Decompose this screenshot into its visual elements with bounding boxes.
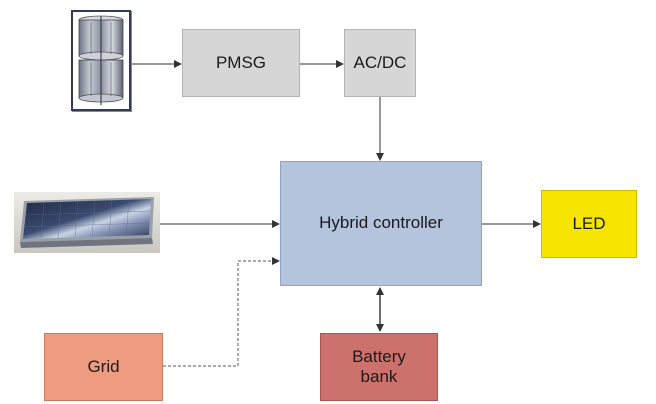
- battery-bank-label-line2: bank: [360, 367, 398, 386]
- grid-to-controller-dashed-arrow: [163, 257, 280, 367]
- hybrid-controller-block: Hybrid controller: [280, 161, 482, 286]
- grid-label: Grid: [87, 356, 120, 376]
- led-block: LED: [541, 190, 637, 258]
- hybrid-controller-label: Hybrid controller: [319, 213, 443, 233]
- solar-panel-icon: [14, 192, 160, 253]
- solar-panel-image: [14, 192, 160, 253]
- ac-dc-converter-block: AC/DC: [344, 29, 416, 97]
- pmsg-block: PMSG: [182, 29, 300, 97]
- battery-bank-label-line1: Battery: [352, 346, 406, 366]
- wind-turbine-image: [71, 10, 131, 111]
- grid-block: Grid: [44, 333, 163, 401]
- led-label: LED: [572, 213, 606, 233]
- battery-bank-block: Battery bank: [320, 333, 438, 401]
- battery-bank-label: Battery bank: [352, 347, 406, 388]
- wind-turbine-icon: [78, 15, 124, 105]
- pmsg-label: PMSG: [215, 52, 267, 72]
- ac-dc-label: AC/DC: [353, 52, 407, 72]
